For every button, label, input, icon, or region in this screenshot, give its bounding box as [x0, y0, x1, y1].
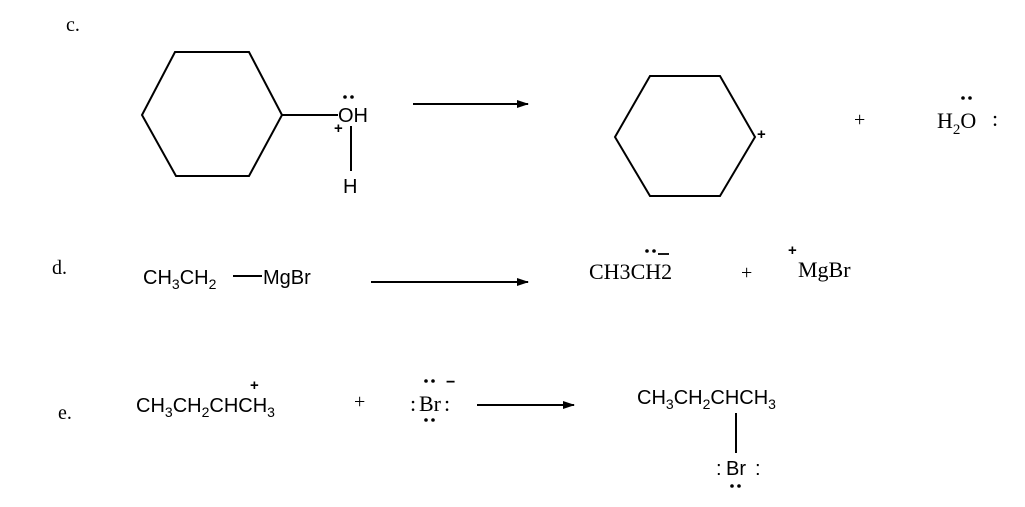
part-c: c. OH + H + + H2O : [66, 14, 998, 198]
ch-text: CH [637, 387, 666, 409]
bromide-lone-pair-dot [431, 418, 435, 422]
carbanion-prefix: CH3 [589, 259, 631, 284]
subscript: 2 [209, 276, 217, 292]
carbocation-charge: + [757, 126, 766, 143]
ch-text: CH [173, 395, 202, 417]
mgbr-label: MgBr [263, 267, 311, 289]
cationic-carbon: C [209, 395, 223, 417]
cyclohexyl-cation-ring [613, 75, 757, 197]
subscript: 2 [703, 396, 711, 412]
water-o: O [960, 108, 976, 133]
bromide-left-pair: : [410, 391, 416, 416]
bromide-right-pair: : [444, 391, 450, 416]
product-br-left-pair: : [716, 458, 722, 480]
2-bromobutane: CH3CH2CHCH3 [637, 387, 776, 412]
reactant-oh-label: OH [338, 105, 368, 127]
part-e-label: e. [58, 402, 72, 424]
secondary-carbocation: CH3CH2CHCH3 [136, 395, 275, 420]
ethyl-group: CH3CH2 [143, 267, 217, 292]
water-h: H [937, 108, 953, 133]
ch-text: HCH [224, 395, 267, 417]
bromide-lone-pair-dot [424, 418, 428, 422]
oxonium-charge: + [334, 120, 343, 137]
part-d: d. CH3CH2 MgBr CH3CH2 + + MgBr [52, 242, 851, 292]
plus-sign-c: + [854, 109, 865, 131]
oxygen-lone-pair-dot [350, 95, 354, 99]
bromide-lone-pair-dot [424, 379, 428, 383]
magnesium-charge: + [788, 242, 797, 259]
product-br-lone-pair-dot [730, 484, 734, 488]
ch-text: CH [143, 267, 172, 289]
product-br-lone-pair-dot [737, 484, 741, 488]
water-subscript: 2 [953, 122, 961, 138]
subscript: 2 [202, 404, 210, 420]
ch-text: CHCH [710, 387, 768, 409]
part-e: e. CH3CH2CHCH3 + + : Br : − CH3CH2CHCH3 … [58, 374, 776, 488]
product-br-symbol: Br [726, 458, 746, 480]
subscript: 3 [267, 404, 275, 420]
part-c-label: c. [66, 14, 80, 36]
carbanion-lone-pair-dot [645, 249, 649, 253]
carbanion-carbon: C [631, 259, 646, 284]
ethyl-carbanion: CH3CH2 [589, 259, 672, 284]
carbanion-lone-pair-dot [652, 249, 656, 253]
subscript: 3 [666, 396, 674, 412]
part-d-label: d. [52, 257, 67, 279]
bromide-lone-pair-dot [431, 379, 435, 383]
subscript: 3 [768, 396, 776, 412]
ch-text: CH [180, 267, 209, 289]
subscript: 3 [165, 404, 173, 420]
water-lone-pair-colon: : [992, 106, 998, 131]
water-lone-pair-dot [968, 96, 972, 100]
carbanion-suffix: H2 [645, 259, 672, 284]
product-br-right-pair: : [755, 458, 761, 480]
ch-text: CH [674, 387, 703, 409]
subscript: 3 [172, 276, 180, 292]
bromide-symbol: Br [419, 391, 442, 416]
carbocation-charge: + [250, 377, 259, 394]
reactant-cyclohexane-ring [140, 51, 284, 177]
plus-sign-d: + [741, 262, 752, 284]
reactant-h-label: H [343, 176, 357, 198]
bromide-charge: − [446, 374, 455, 391]
plus-sign-e: + [354, 391, 365, 413]
ch-text: CH [136, 395, 165, 417]
mgbr-cation: MgBr [798, 257, 851, 282]
water-molecule: H2O [937, 108, 976, 138]
water-lone-pair-dot [961, 96, 965, 100]
oxygen-lone-pair-dot [343, 95, 347, 99]
